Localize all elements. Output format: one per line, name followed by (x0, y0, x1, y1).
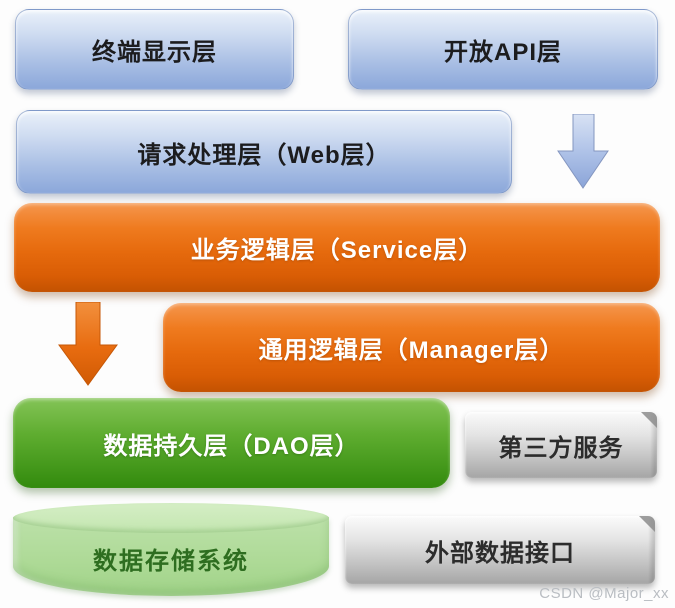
box-third-party-service-label: 第三方服务 (498, 434, 624, 462)
box-external-data-interface-label: 外部数据接口 (425, 539, 575, 567)
data-storage-cylinder: 数据存储系统 (13, 503, 329, 596)
layer-manager: 通用逻辑层（Manager层） (163, 303, 660, 392)
layer-open-api-label: 开放API层 (443, 39, 562, 66)
layer-service-label: 业务逻辑层（Service层） (190, 237, 484, 264)
layer-dao: 数据持久层（DAO层） (13, 398, 450, 488)
layer-web: 请求处理层（Web层） (16, 110, 512, 194)
layer-dao-label: 数据持久层（DAO层） (103, 432, 360, 460)
box-third-party-service: 第三方服务 (465, 412, 657, 478)
box-external-data-interface: 外部数据接口 (345, 516, 655, 584)
layer-web-label: 请求处理层（Web层） (137, 141, 391, 169)
layer-service: 业务逻辑层（Service层） (14, 203, 660, 292)
csdn-watermark: CSDN @Major_xx (539, 585, 669, 602)
layer-terminal-display: 终端显示层 (15, 9, 294, 90)
arrow-down-orange-icon (58, 302, 118, 386)
arrow-down-blue-icon (557, 114, 609, 189)
cylinder-top-ellipse (13, 503, 329, 533)
layer-manager-label: 通用逻辑层（Manager层） (258, 337, 565, 364)
layer-open-api: 开放API层 (348, 9, 658, 90)
data-storage-label: 数据存储系统 (93, 548, 249, 575)
layer-terminal-display-label: 终端显示层 (92, 39, 217, 66)
